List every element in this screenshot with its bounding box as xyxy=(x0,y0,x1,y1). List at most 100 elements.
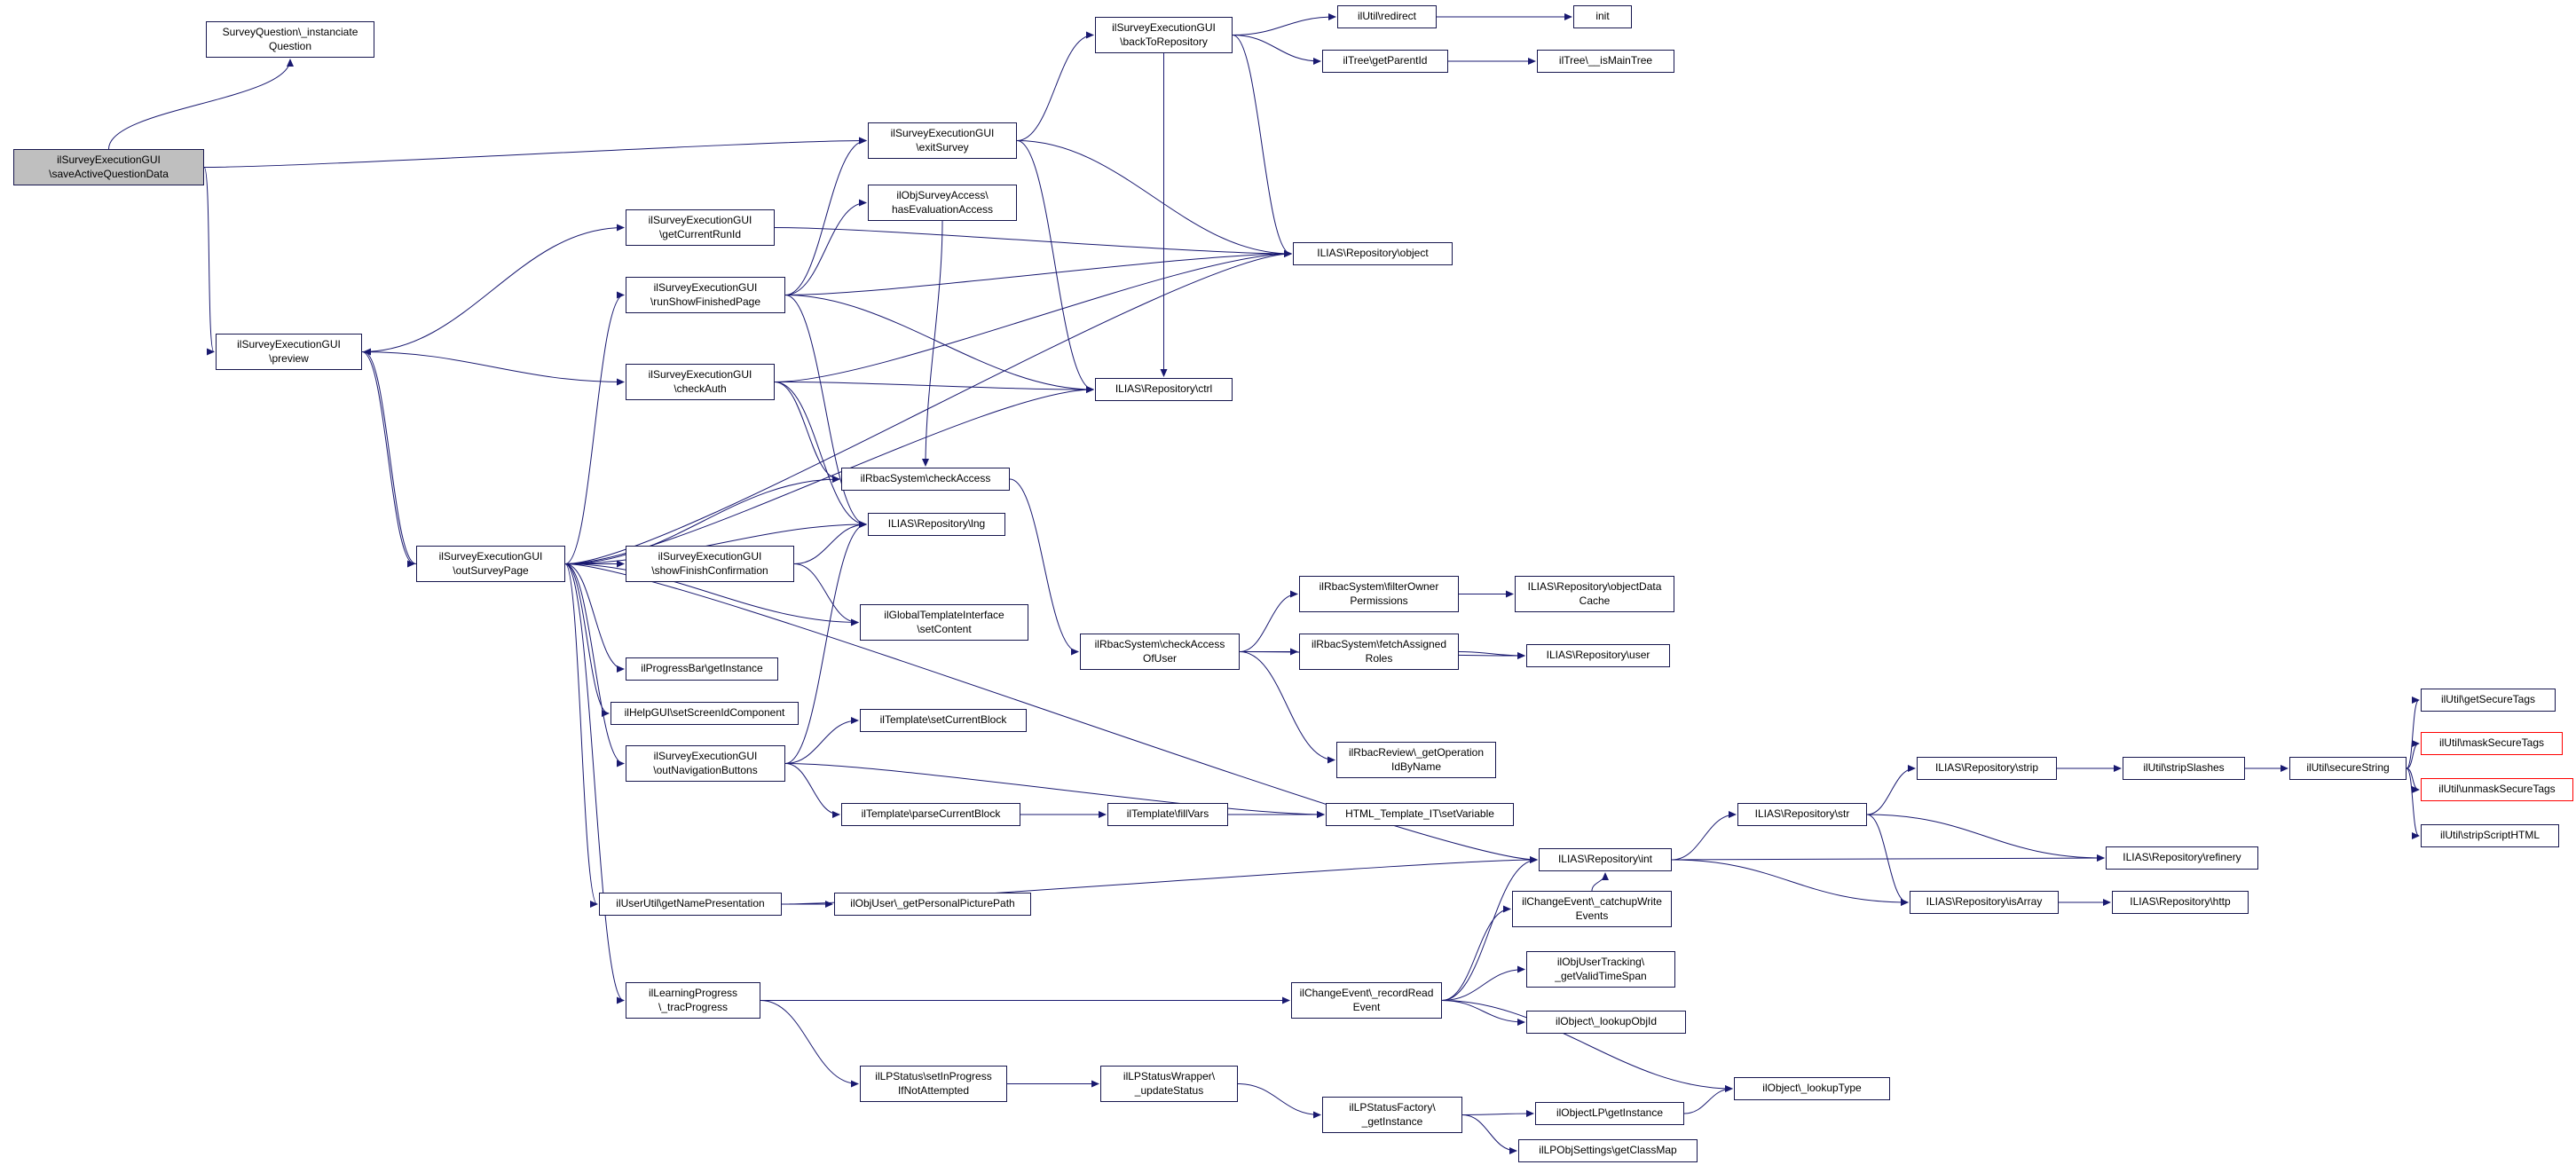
graph-node-outSurveyPage[interactable]: ilSurveyExecutionGUI\outSurveyPage xyxy=(416,546,565,582)
graph-node-object[interactable]: ILIAS\Repository\object xyxy=(1293,242,1453,265)
graph-node-label: ilObjUser\_getPersonalPicturePath xyxy=(850,897,1015,910)
graph-node-getCurrentRunId[interactable]: ilSurveyExecutionGUI\getCurrentRunId xyxy=(626,209,775,246)
graph-node-getClassMap[interactable]: ilLPObjSettings\getClassMap xyxy=(1518,1139,1698,1162)
graph-node-label: \saveActiveQuestionData xyxy=(49,167,169,180)
graph-node-backToRepository[interactable]: ilSurveyExecutionGUI\backToRepository xyxy=(1095,17,1233,53)
graph-node-label: ilSurveyExecutionGUI xyxy=(653,280,758,294)
graph-node-preview[interactable]: ilSurveyExecutionGUI\preview xyxy=(216,334,362,370)
graph-node-updateStatus[interactable]: ilLPStatusWrapper\_updateStatus xyxy=(1100,1066,1238,1102)
graph-node-lng[interactable]: ILIAS\Repository\lng xyxy=(868,513,1005,536)
graph-node-fillVars[interactable]: ilTemplate\fillVars xyxy=(1107,803,1228,826)
graph-node-label: \exitSurvey xyxy=(916,140,969,153)
graph-node-redirect[interactable]: ilUtil\redirect xyxy=(1337,5,1437,28)
edge-root--preview xyxy=(203,167,215,356)
edge-tracProgress--setInProgress xyxy=(760,1000,859,1088)
graph-node-isArray[interactable]: ILIAS\Repository\isArray xyxy=(1910,891,2059,914)
graph-node-isMainTree[interactable]: ilTree\__isMainTree xyxy=(1537,50,1674,73)
graph-node-label: HTML_Template_IT\setVariable xyxy=(1345,807,1494,821)
graph-node-getNamePresentation[interactable]: ilUserUtil\getNamePresentation xyxy=(599,893,782,916)
graph-node-label: Permissions xyxy=(1350,594,1408,607)
graph-node-tracProgress[interactable]: ilLearningProgress\_tracProgress xyxy=(626,982,760,1019)
graph-node-getValidTimeSpan[interactable]: ilObjUserTracking\_getValidTimeSpan xyxy=(1526,951,1675,988)
graph-node-ctrl[interactable]: ILIAS\Repository\ctrl xyxy=(1095,378,1233,401)
edge-showFinishConfirmation--setContent xyxy=(793,563,859,626)
edge-outNavigationButtons--setVariable xyxy=(784,763,1325,818)
graph-node-lookupObjId[interactable]: ilObject\_lookupObjId xyxy=(1526,1011,1686,1034)
graph-node-label: ilSurveyExecutionGUI xyxy=(653,749,758,762)
edge-lpFactoryGetInstance--getClassMap xyxy=(1461,1114,1517,1154)
graph-node-label: \backToRepository xyxy=(1120,35,1208,48)
edge-preview--checkAuth xyxy=(361,351,625,386)
graph-node-label: ilSurveyExecutionGUI xyxy=(890,126,995,139)
graph-node-getParentId[interactable]: ilTree\getParentId xyxy=(1322,50,1448,73)
edge-recordReadEvent--catchupWriteEvents xyxy=(1441,905,1511,1001)
graph-node-parseCurrentBlock[interactable]: ilTemplate\parseCurrentBlock xyxy=(841,803,1020,826)
edge-outSurveyPage--progressGetInstance xyxy=(564,563,625,673)
graph-node-strip[interactable]: ILIAS\Repository\strip xyxy=(1917,757,2057,780)
edge-outNavigationButtons--lng xyxy=(784,521,867,764)
edge-showFinishConfirmation--lng xyxy=(793,521,867,564)
graph-node-label: ILIAS\Repository\ctrl xyxy=(1115,382,1213,396)
graph-node-outNavigationButtons[interactable]: ilSurveyExecutionGUI\outNavigationButton… xyxy=(626,745,785,782)
graph-node-stripSlashes[interactable]: ilUtil\stripSlashes xyxy=(2123,757,2245,780)
edge-exitSurvey--object xyxy=(1016,140,1292,257)
graph-node-setVariable[interactable]: HTML_Template_IT\setVariable xyxy=(1326,803,1514,826)
graph-node-label: ILIAS\Repository\objectData xyxy=(1527,579,1662,593)
graph-node-init[interactable]: init xyxy=(1573,5,1632,28)
graph-node-setContent[interactable]: ilGlobalTemplateInterface\setContent xyxy=(860,604,1028,641)
graph-node-label: ILIAS\Repository\lng xyxy=(887,517,986,531)
edge-int--str xyxy=(1671,811,1737,861)
graph-node-maskSecureTags[interactable]: ilUtil\maskSecureTags xyxy=(2421,732,2563,755)
graph-node-checkAccess[interactable]: ilRbacSystem\checkAccess xyxy=(841,468,1010,491)
edge-str--refinery xyxy=(1866,814,2105,862)
graph-node-label: ilRbacSystem\checkAccess xyxy=(1094,637,1225,650)
graph-node-label: Question xyxy=(268,39,312,52)
graph-node-hasEvaluationAccess[interactable]: ilObjSurveyAccess\hasEvaluationAccess xyxy=(868,185,1017,221)
graph-node-root[interactable]: ilSurveyExecutionGUI\saveActiveQuestionD… xyxy=(13,149,204,185)
edge-outSurveyPage--checkAccess xyxy=(564,476,840,564)
graph-node-label: ilObjSurveyAccess\ xyxy=(896,188,989,201)
graph-node-exitSurvey[interactable]: ilSurveyExecutionGUI\exitSurvey xyxy=(868,122,1017,159)
graph-node-label: ilLearningProgress xyxy=(648,986,738,999)
graph-node-unmaskSecureTags[interactable]: ilUtil\unmaskSecureTags xyxy=(2421,778,2573,801)
graph-node-refinery[interactable]: ILIAS\Repository\refinery xyxy=(2106,846,2258,870)
graph-node-lookupType[interactable]: ilObject\_lookupType xyxy=(1734,1077,1890,1100)
graph-node-label: IdByName xyxy=(1390,760,1442,773)
edge-outSurveyPage--preview xyxy=(363,348,417,564)
graph-node-int[interactable]: ILIAS\Repository\int xyxy=(1539,848,1672,871)
graph-node-lpFactoryGetInstance[interactable]: ilLPStatusFactory\_getInstance xyxy=(1322,1097,1462,1133)
graph-node-setCurrentBlock[interactable]: ilTemplate\setCurrentBlock xyxy=(860,709,1027,732)
graph-node-label: ilObject\_lookupType xyxy=(1762,1082,1862,1095)
graph-node-secureString[interactable]: ilUtil\secureString xyxy=(2289,757,2407,780)
graph-node-str[interactable]: ILIAS\Repository\str xyxy=(1737,803,1867,826)
graph-node-checkAuth[interactable]: ilSurveyExecutionGUI\checkAuth xyxy=(626,364,775,400)
graph-node-label: OfUser xyxy=(1142,651,1177,665)
graph-node-label: ilRbacReview\_getOperation xyxy=(1348,745,1485,759)
graph-node-showFinishConfirmation[interactable]: ilSurveyExecutionGUI\showFinishConfirmat… xyxy=(626,546,794,582)
graph-node-getSecureTags[interactable]: ilUtil\getSecureTags xyxy=(2421,689,2556,712)
edge-int--isArray xyxy=(1671,859,1909,906)
graph-node-label: ilRbacSystem\checkAccess xyxy=(860,472,991,485)
graph-node-label: \getCurrentRunId xyxy=(658,227,742,240)
graph-node-setScreenIdComponent[interactable]: ilHelpGUI\setScreenIdComponent xyxy=(611,702,799,725)
graph-node-label: ilUtil\stripScriptHTML xyxy=(2439,829,2540,842)
graph-node-personalPicturePath[interactable]: ilObjUser\_getPersonalPicturePath xyxy=(834,893,1031,916)
edge-catchupWriteEvents--int xyxy=(1591,872,1609,892)
graph-node-runShowFinishedPage[interactable]: ilSurveyExecutionGUI\runShowFinishedPage xyxy=(626,277,785,313)
graph-node-user[interactable]: ILIAS\Repository\user xyxy=(1526,644,1670,667)
graph-node-progressGetInstance[interactable]: ilProgressBar\getInstance xyxy=(626,657,778,681)
graph-node-objLPGetInstance[interactable]: ilObjectLP\getInstance xyxy=(1535,1102,1684,1125)
edge-outNavigationButtons--parseCurrentBlock xyxy=(784,763,840,818)
graph-node-stripScriptHTML[interactable]: ilUtil\stripScriptHTML xyxy=(2421,824,2559,847)
graph-node-http[interactable]: ILIAS\Repository\http xyxy=(2112,891,2249,914)
